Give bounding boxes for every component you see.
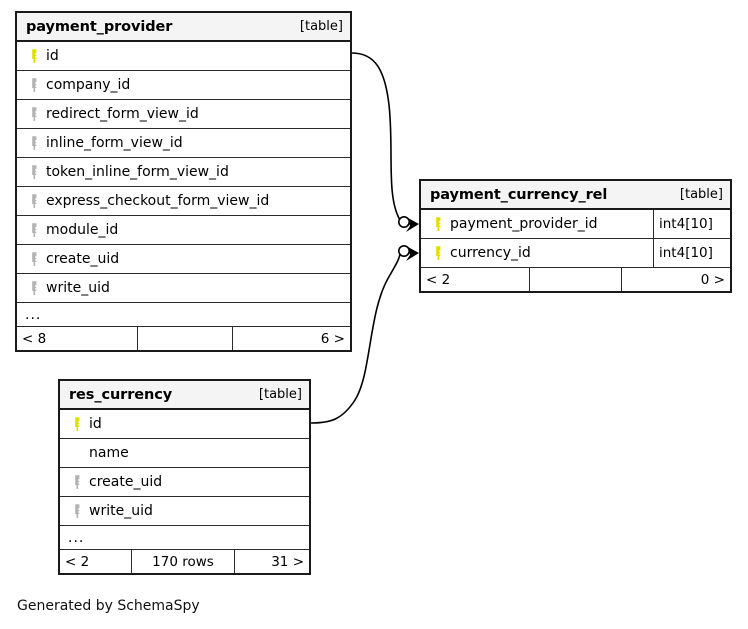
column-name: create_uid (89, 474, 163, 490)
primary-key-icon (430, 216, 447, 232)
prev-tables-link[interactable]: < 2 (426, 271, 451, 288)
column-cell: id (17, 42, 350, 70)
column-cell: write_uid (60, 497, 309, 525)
prev-tables-link[interactable]: < 8 (22, 330, 47, 347)
relationship-payment-provider-to-payment-currency-rel (351, 52, 419, 232)
column-cell: module_id (17, 216, 350, 244)
table-footer-nav: < 8 6 > (17, 327, 350, 350)
table-row[interactable]: create_uid (60, 468, 309, 497)
table-header: payment_currency_rel [table] (421, 181, 730, 210)
table-row[interactable]: payment_provider_id int4[10] (421, 210, 730, 239)
column-cell: create_uid (60, 468, 309, 496)
table-header: payment_provider [table] (17, 13, 350, 42)
table-row[interactable]: express_checkout_form_view_id (17, 187, 350, 216)
column-cell: redirect_form_view_id (17, 100, 350, 128)
foreign-key-icon (69, 503, 86, 519)
table-res-currency[interactable]: res_currency [table] id name (58, 379, 311, 575)
column-cell: express_checkout_form_view_id (17, 187, 350, 215)
column-cell: name (60, 439, 309, 467)
table-row[interactable]: inline_form_view_id (17, 129, 350, 158)
column-type: int4[10] (653, 239, 730, 267)
table-type-tag: [table] (258, 387, 302, 402)
column-name: write_uid (89, 503, 153, 519)
foreign-key-icon (69, 474, 86, 490)
column-type: int4[10] (653, 210, 730, 238)
column-cell: inline_form_view_id (17, 129, 350, 157)
foreign-key-icon (26, 106, 43, 122)
column-name: write_uid (46, 280, 110, 296)
table-row[interactable]: token_inline_form_view_id (17, 158, 350, 187)
table-row[interactable]: write_uid (60, 497, 309, 526)
cardinality-zero-marker (397, 216, 410, 229)
column-list: payment_provider_id int4[10] currency_id… (421, 210, 730, 268)
column-cell: token_inline_form_view_id (17, 158, 350, 186)
table-header: res_currency [table] (60, 381, 309, 410)
more-columns-indicator: ... (60, 526, 309, 550)
column-name: module_id (46, 222, 119, 238)
table-row[interactable]: module_id (17, 216, 350, 245)
foreign-key-icon (26, 193, 43, 209)
column-cell: payment_provider_id (421, 210, 653, 238)
column-name: company_id (46, 77, 131, 93)
column-name: payment_provider_id (450, 216, 598, 232)
column-name: name (89, 445, 129, 461)
column-name: token_inline_form_view_id (46, 164, 229, 180)
table-row[interactable]: create_uid (17, 245, 350, 274)
column-cell: create_uid (17, 245, 350, 273)
primary-key-icon (26, 48, 43, 64)
column-name: id (46, 48, 59, 64)
table-row[interactable]: write_uid (17, 274, 350, 303)
next-tables-link[interactable]: 6 > (320, 330, 345, 347)
next-tables-link[interactable]: 31 > (271, 553, 304, 570)
table-row[interactable]: id (17, 42, 350, 71)
row-count-label (137, 327, 233, 350)
table-row[interactable]: id (60, 410, 309, 439)
foreign-key-icon (26, 135, 43, 151)
column-cell: currency_id (421, 239, 653, 267)
more-columns-indicator: ... (17, 303, 350, 327)
column-name: create_uid (46, 251, 120, 267)
row-count-label (529, 268, 622, 291)
column-cell: write_uid (17, 274, 350, 302)
table-row[interactable]: company_id (17, 71, 350, 100)
table-payment-currency-rel[interactable]: payment_currency_rel [table] payment_pro… (419, 179, 732, 293)
table-row[interactable]: redirect_form_view_id (17, 100, 350, 129)
foreign-key-icon (26, 251, 43, 267)
row-count-label: 170 rows (131, 550, 235, 573)
table-payment-provider[interactable]: payment_provider [table] id company_id (15, 11, 352, 352)
foreign-key-icon (26, 280, 43, 296)
primary-key-icon (69, 416, 86, 432)
cardinality-zero-marker (397, 245, 410, 258)
table-type-tag: [table] (299, 19, 343, 34)
column-list: id company_id redirect_form_view_id (17, 42, 350, 303)
primary-key-icon (430, 245, 447, 261)
table-footer-nav: < 2 170 rows 31 > (60, 550, 309, 573)
foreign-key-icon (26, 77, 43, 93)
table-type-tag: [table] (679, 187, 723, 202)
generated-by-caption: Generated by SchemaSpy (17, 598, 200, 614)
column-cell: company_id (17, 71, 350, 99)
table-row[interactable]: currency_id int4[10] (421, 239, 730, 268)
table-title: res_currency (69, 386, 173, 403)
table-footer-nav: < 2 0 > (421, 268, 730, 291)
table-title: payment_provider (26, 18, 173, 35)
next-tables-link[interactable]: 0 > (700, 271, 725, 288)
column-name: inline_form_view_id (46, 135, 183, 151)
table-title: payment_currency_rel (430, 186, 608, 203)
column-name: id (89, 416, 102, 432)
no-key-spacer (69, 445, 86, 461)
cardinality-many-arrow (406, 247, 419, 261)
foreign-key-icon (26, 222, 43, 238)
column-name: express_checkout_form_view_id (46, 193, 270, 209)
prev-tables-link[interactable]: < 2 (65, 553, 90, 570)
column-name: currency_id (450, 245, 531, 261)
column-list: id name create_uid (60, 410, 309, 526)
column-name: redirect_form_view_id (46, 106, 199, 122)
column-cell: id (60, 410, 309, 438)
table-row[interactable]: name (60, 439, 309, 468)
cardinality-many-arrow (406, 218, 419, 232)
foreign-key-icon (26, 164, 43, 180)
